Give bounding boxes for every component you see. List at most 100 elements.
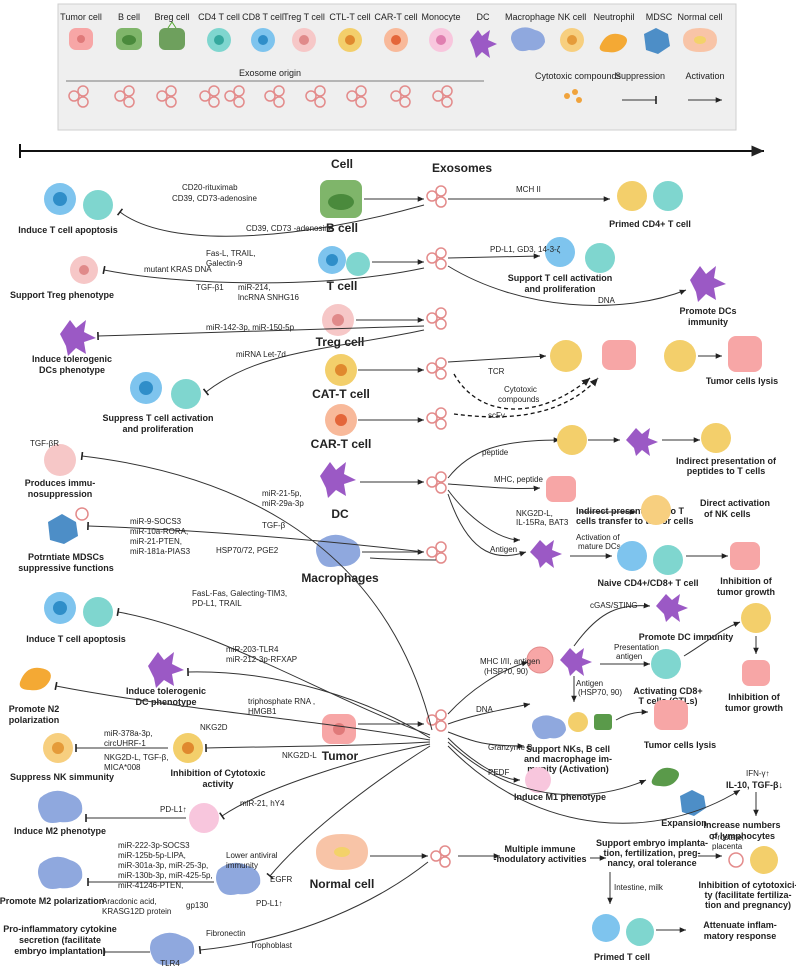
svg-text:NKG2D-L,: NKG2D-L,: [516, 509, 553, 518]
tcr-label: TCR: [488, 367, 505, 376]
left-outcome-n2: Promote N2 polarization: [9, 667, 60, 725]
svg-text:Inhibition of cytotoxici-: Inhibition of cytotoxici-: [699, 880, 796, 890]
svg-text:Tumor cells lysis: Tumor cells lysis: [644, 740, 716, 750]
left-outcome-immunosuppression: Produces immu- nosuppression TGF-βR: [25, 439, 96, 499]
source-to-exosome-arrows: [356, 196, 428, 859]
left-outcome-tolerogenic-dcs: Induce tolerogenic DCs phenotype: [32, 320, 112, 375]
svg-text:Fibronectin: Fibronectin: [206, 929, 246, 938]
exosome-cluster-b: [426, 185, 447, 208]
svg-text:Primed T cell: Primed T cell: [594, 952, 650, 962]
svg-text:Intestine, milk: Intestine, milk: [614, 883, 664, 892]
svg-text:Suppress NK simmunity: Suppress NK simmunity: [10, 772, 114, 782]
dash-cytotoxic-1: [453, 373, 591, 410]
svg-text:Induce T cell apoptosis: Induce T cell apoptosis: [26, 634, 126, 644]
svg-text:MHC, peptide: MHC, peptide: [494, 475, 543, 484]
svg-text:miR-9-SOCS3: miR-9-SOCS3: [130, 517, 182, 526]
svg-text:Expansion: Expansion: [661, 818, 707, 828]
scfv-label: scFv: [488, 411, 505, 420]
svg-text:miR-130b-3p, miR-425-5p,: miR-130b-3p, miR-425-5p,: [118, 871, 213, 880]
svg-text:gp130: gp130: [186, 901, 209, 910]
svg-text:Promote M2 polarization: Promote M2 polarization: [0, 896, 104, 906]
right-outcome-tumor-lysis-1: Tumor cells lysis: [550, 336, 778, 386]
normal-cell-source: Normal cell: [310, 834, 374, 891]
legend-dc: DC: [470, 12, 497, 58]
right-outcome-primed-cd4: Primed CD4+ T cell: [609, 181, 691, 229]
left-outcome-proinflam: Pro-inflammatory cytokine secretion (fac…: [3, 924, 195, 968]
exosomes-header: Exosomes: [432, 161, 492, 175]
svg-text:triphosphate RNA ,: triphosphate RNA ,: [248, 697, 315, 706]
svg-text:(HSP70, 90): (HSP70, 90): [484, 667, 528, 676]
svg-text:and proliferation: and proliferation: [524, 284, 595, 294]
svg-text:PD-L1↑: PD-L1↑: [256, 899, 283, 908]
svg-text:Support embryo implanta-: Support embryo implanta-: [596, 838, 708, 848]
svg-text:Pro-inflammatory cytokine: Pro-inflammatory cytokine: [3, 924, 117, 934]
b-cell-source: B cell: [320, 180, 362, 235]
svg-text:Potrntiate MDSCs: Potrntiate MDSCs: [28, 552, 104, 562]
svg-text:miR-125b-5p-LIPA,: miR-125b-5p-LIPA,: [118, 851, 186, 860]
svg-text:Support T cell activation: Support T cell activation: [508, 273, 613, 283]
svg-text:NKG2D-L, TGF-β,: NKG2D-L, TGF-β,: [104, 753, 168, 762]
right-outcome-promote-dc: Promote DCs immunity: [679, 266, 737, 327]
svg-text:CTL-T cell: CTL-T cell: [329, 12, 370, 22]
tumor-branch: MHC I/II, antigen (HSP70, 90) cGAS/STING…: [447, 594, 783, 841]
svg-text:Produces immu-: Produces immu-: [25, 478, 96, 488]
svg-text:placenta: placenta: [712, 842, 743, 851]
svg-text:matory response: matory response: [704, 931, 777, 941]
svg-text:miR-142-3p, miR-150-5p: miR-142-3p, miR-150-5p: [206, 323, 295, 332]
svg-text:antigen: antigen: [616, 652, 642, 661]
svg-text:secretion (facilitate: secretion (facilitate: [19, 935, 101, 945]
pdl1-gd3-label: PD-L1, GD3, 14-3-ζ: [490, 245, 561, 254]
mac-to-exo: [369, 557, 437, 561]
svg-text:KRASG12D protein: KRASG12D protein: [102, 907, 171, 916]
svg-text:miR-21, hY4: miR-21, hY4: [240, 799, 285, 808]
svg-text:Promote DCs: Promote DCs: [679, 306, 736, 316]
legend-car-t-cell: CAR-T cell: [374, 12, 418, 52]
svg-text:Induce tolerogenic: Induce tolerogenic: [126, 686, 206, 696]
svg-text:miR-21-5p,: miR-21-5p,: [262, 489, 302, 498]
svg-text:Tumor: Tumor: [322, 749, 359, 763]
svg-text:activity: activity: [202, 779, 233, 789]
legend-breg-cell: Breg cell: [154, 12, 190, 50]
exosome-cluster-dc: [426, 471, 447, 494]
svg-text:Antigen: Antigen: [576, 679, 603, 688]
left-outcome-tol-dc: Induce tolerogenic DC phenotype: [126, 652, 206, 707]
svg-text:Treg T cell: Treg T cell: [283, 12, 325, 22]
svg-text:immunity: immunity: [226, 861, 258, 870]
svg-text:B cell: B cell: [118, 12, 140, 22]
exosome-cluster-treg: [426, 307, 447, 330]
svg-text:Macrophages: Macrophages: [301, 571, 379, 585]
svg-text:HSP70/72, PGE2: HSP70/72, PGE2: [216, 546, 279, 555]
exosome-cluster-cart: [426, 407, 447, 430]
svg-text:CD8 T cell: CD8 T cell: [242, 12, 284, 22]
svg-text:Promote N2: Promote N2: [9, 704, 60, 714]
svg-text:TGF-βR: TGF-βR: [30, 439, 59, 448]
legend-box: Tumor cell B cell Breg cell CD4 T cell C…: [57, 3, 737, 131]
svg-text:FasL-Fas, Galecting-TIM3,: FasL-Fas, Galecting-TIM3,: [192, 589, 287, 598]
svg-text:MICA*008: MICA*008: [104, 763, 141, 772]
cytotoxic-legend-label: Cytotoxic compounds: [535, 71, 622, 81]
svg-text:and proliferation: and proliferation: [122, 424, 193, 434]
svg-text:PD-L1, TRAIL: PD-L1, TRAIL: [192, 599, 242, 608]
legend-monocyte: Monocyte: [421, 12, 461, 52]
svg-text:T cell: T cell: [327, 279, 358, 293]
svg-text:Antigen: Antigen: [490, 545, 517, 554]
svg-text:immunity: immunity: [688, 317, 728, 327]
svg-text:CD39, CD73-adenosine: CD39, CD73-adenosine: [172, 194, 257, 203]
svg-text:of lymphocytes: of lymphocytes: [709, 831, 775, 841]
left-molecule-labels: CD20-rituximab CD39, CD73-adenosine CD39…: [102, 183, 334, 950]
t-cell-source: T cell: [318, 246, 370, 293]
svg-text:DC: DC: [331, 507, 349, 521]
svg-text:miR-29a-3p: miR-29a-3p: [262, 499, 304, 508]
svg-text:mutant KRAS DNA: mutant KRAS DNA: [144, 265, 212, 274]
svg-text:Induce tolerogenic: Induce tolerogenic: [32, 354, 112, 364]
legend-mdsc: MDSC: [644, 12, 673, 54]
svg-text:Inhibition of: Inhibition of: [728, 692, 780, 702]
svg-text:ty (facilitate fertiliza-: ty (facilitate fertiliza-: [704, 890, 791, 900]
svg-text:mature DCs: mature DCs: [578, 542, 621, 551]
legend-nk-cell: NK cell: [558, 12, 586, 52]
dna-t-label: DNA: [598, 296, 616, 305]
svg-text:miR-181a-PIAS3: miR-181a-PIAS3: [130, 547, 191, 556]
svg-text:TGF-β1: TGF-β1: [196, 283, 224, 292]
svg-text:Trophoblast: Trophoblast: [250, 941, 293, 950]
svg-text:Macrophage: Macrophage: [505, 12, 555, 22]
